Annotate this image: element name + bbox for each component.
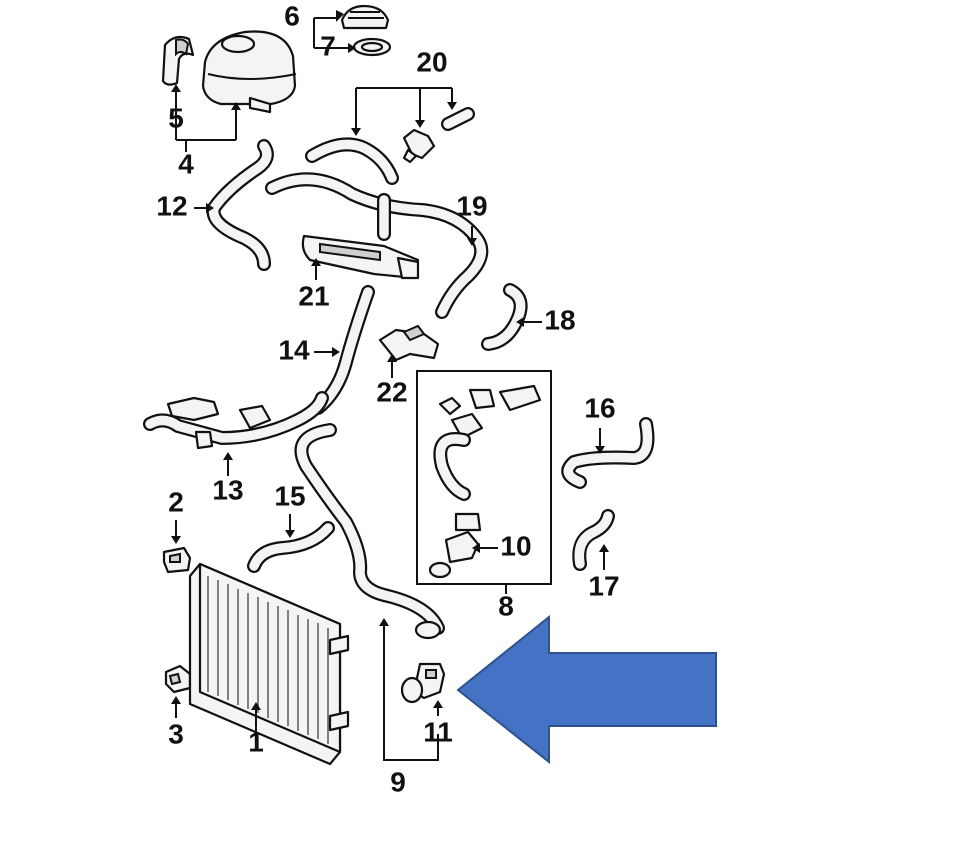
part-22-fitting [378,324,440,362]
part-5-hose-bracket [161,35,195,86]
part-18-hose [481,283,528,351]
callout-19: 19 [456,190,487,221]
callout-17: 17 [588,570,619,601]
callout-11: 11 [423,716,453,747]
callout-15: 15 [274,480,305,511]
callout-21: 21 [298,280,329,311]
part-3-mount [164,664,192,694]
part-17-hose [572,509,615,571]
part-4-expansion-tank [201,30,297,114]
callout-5: 5 [168,102,184,133]
part-19-hose [265,172,489,319]
callout-1: 1 [248,726,264,757]
callout-10: 10 [500,530,531,561]
callout-12: 12 [156,190,187,221]
callout-3: 3 [168,718,184,749]
callout-20: 20 [416,46,447,77]
part-13-pipe-assembly [143,391,329,450]
leader-lines [171,10,609,761]
part-21-cooler-bracket [301,234,420,280]
part-11-hose-fitting [400,662,446,704]
part-8-group-box [416,370,552,585]
callout-4: 4 [178,148,194,179]
part-20-connector-hose [402,107,475,164]
callout-labels: 1 2 3 4 5 6 7 8 9 10 11 12 13 14 15 16 1… [156,0,619,797]
callout-13: 13 [212,474,243,505]
callout-22: 22 [376,376,407,407]
callout-16: 16 [584,392,615,423]
part-15-hose [247,521,335,573]
highlight-arrow-left [456,614,717,765]
part-20-upper-hose [305,137,399,185]
callout-6: 6 [284,0,300,31]
part-9-radiator-hose [294,423,445,640]
callout-18: 18 [544,304,575,335]
callout-14: 14 [278,334,310,365]
part-16-hose [561,417,655,489]
part-7-seal-ring [352,37,392,57]
callout-7: 7 [320,30,336,61]
callout-9: 9 [390,766,406,797]
part-6-tank-cap [340,4,390,30]
callout-8: 8 [498,590,514,621]
part-12-hose [206,139,274,271]
part-14-pipe [311,285,375,415]
callout-2: 2 [168,486,184,517]
part-1-radiator [188,562,350,766]
part-2-clip [162,546,192,574]
